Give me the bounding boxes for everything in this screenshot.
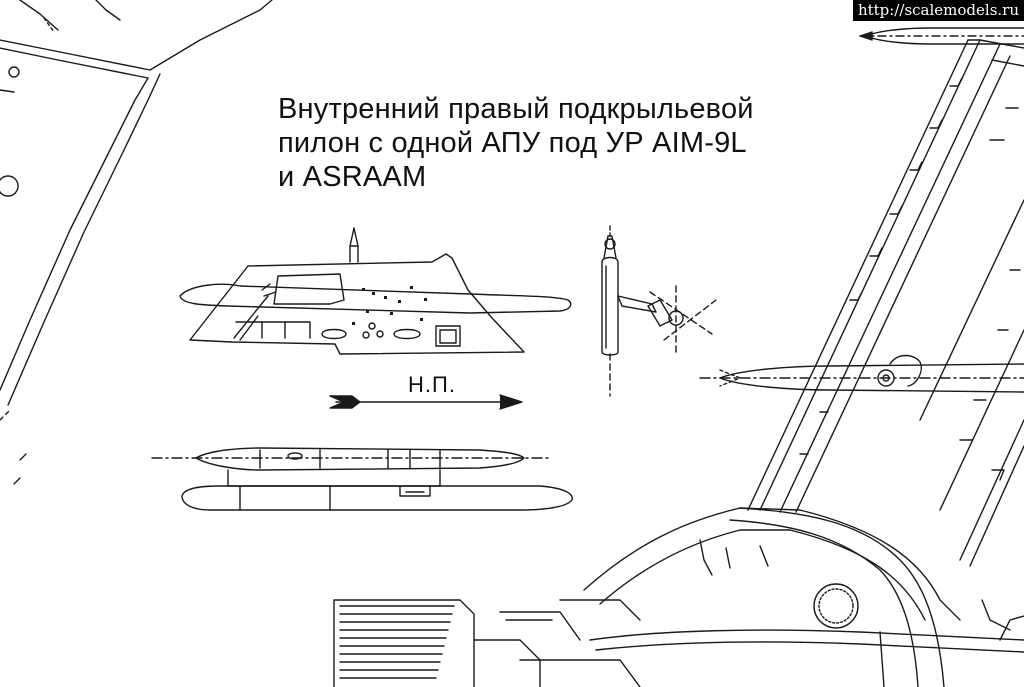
caption-line-2: пилон с одной АПУ под УР AIM-9L xyxy=(278,127,747,159)
pylon-bottom-view xyxy=(152,448,572,510)
diagram-caption: Внутренний правый подкрыльевой пилон с о… xyxy=(278,92,878,194)
site-watermark: http://scalemodels.ru xyxy=(852,0,1024,21)
pylon-side-view xyxy=(180,228,571,354)
right-wing-structure xyxy=(334,28,1024,687)
pylon-front-view xyxy=(602,226,716,396)
flight-direction-arrow xyxy=(330,395,522,409)
left-wing-fragment xyxy=(0,0,272,484)
caption-line-1: Внутренний правый подкрыльевой xyxy=(278,93,754,125)
caption-line-3: и ASRAAM xyxy=(278,161,427,193)
flight-direction-label: Н.П. xyxy=(408,372,456,397)
